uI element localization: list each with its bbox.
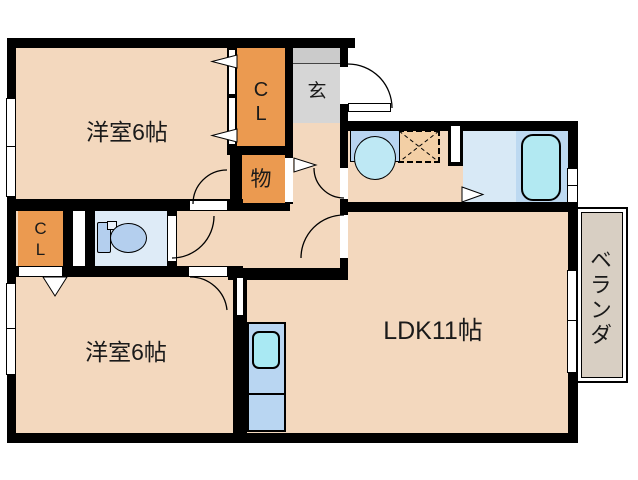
- toilet-door-gap: [168, 215, 176, 262]
- storage-opening: [285, 157, 293, 203]
- toilet-door-arc: [171, 215, 215, 259]
- toilet-bowl: [110, 223, 147, 253]
- ldk-veranda-window-tick: [567, 320, 578, 321]
- ldk-door-arc: [300, 214, 345, 259]
- closet1-storage-divider: [227, 146, 285, 155]
- bedroom1-window-tick: [6, 146, 16, 147]
- corridor-wall-bottom: [228, 268, 348, 280]
- bedroom1-door-arc: [192, 169, 228, 205]
- bedroom1-door-gap: [189, 200, 228, 211]
- closet2-area: [18, 210, 63, 266]
- pipe-slot: [73, 210, 85, 267]
- closet1-label-line1: C: [253, 79, 269, 101]
- bedroom2-ldk-opening: [236, 278, 244, 315]
- bedroom2-wall-top: [7, 266, 243, 277]
- genkan-step: [293, 48, 341, 64]
- entrance-door-arc: [347, 63, 393, 109]
- bedroom2-door-gap: [188, 266, 228, 277]
- washroom-door-arc: [313, 167, 345, 199]
- entrance-door-slab: [348, 103, 391, 112]
- closet2-door-gap: [18, 266, 63, 277]
- genkan-floor: [293, 64, 341, 123]
- closet1-wall-left: [227, 47, 237, 146]
- storage-wall-bottom: [240, 203, 290, 211]
- bedroom2-door-arc: [189, 276, 228, 311]
- bedroom1-corridor-wall: [230, 154, 242, 200]
- storage-area: [237, 153, 285, 204]
- closet2-label: C L: [18, 218, 63, 260]
- outer-wall-top: [7, 38, 355, 48]
- bedroom2-window-tick: [6, 328, 16, 329]
- closet1-opening-bottom: [228, 97, 236, 145]
- closet1-area: [237, 47, 285, 146]
- closet1-door-triangle-top: [210, 54, 238, 69]
- bath-window-tick: [567, 185, 578, 186]
- closet1-label-line2: L: [255, 103, 267, 125]
- genkan-wall-left: [285, 38, 293, 204]
- closet2-door-triangle: [42, 276, 68, 297]
- kitchen-sink: [252, 331, 280, 369]
- bath-door-slab: [450, 125, 461, 163]
- outer-wall-bottom: [7, 433, 578, 443]
- bedroom1-window: [6, 98, 16, 197]
- closet1-label: C L: [237, 78, 285, 126]
- closet2-wall-right: [63, 203, 73, 267]
- veranda-deck: [581, 212, 623, 378]
- washroom-door-gap: [340, 167, 348, 200]
- corridor-wall-right: [340, 48, 348, 280]
- toilet-wall-left: [85, 203, 95, 267]
- storage-door-triangle: [293, 157, 318, 173]
- kitchen-counter-divider: [247, 393, 286, 395]
- entrance-door-gap: [340, 66, 348, 105]
- closet1-opening-top: [228, 49, 236, 95]
- closet2-label-line1: C: [34, 219, 47, 238]
- closet2-label-line2: L: [35, 240, 46, 259]
- closet1-door-triangle-bottom: [210, 128, 238, 143]
- bathtub: [521, 134, 561, 201]
- outer-wall-left: [7, 38, 16, 443]
- washstand-basin: [354, 136, 396, 180]
- washroom-wall-bottom: [341, 202, 578, 212]
- washing-machine-pan-cross: [398, 130, 440, 163]
- bath-door-triangle: [461, 186, 485, 203]
- bedroom2-window: [6, 283, 16, 375]
